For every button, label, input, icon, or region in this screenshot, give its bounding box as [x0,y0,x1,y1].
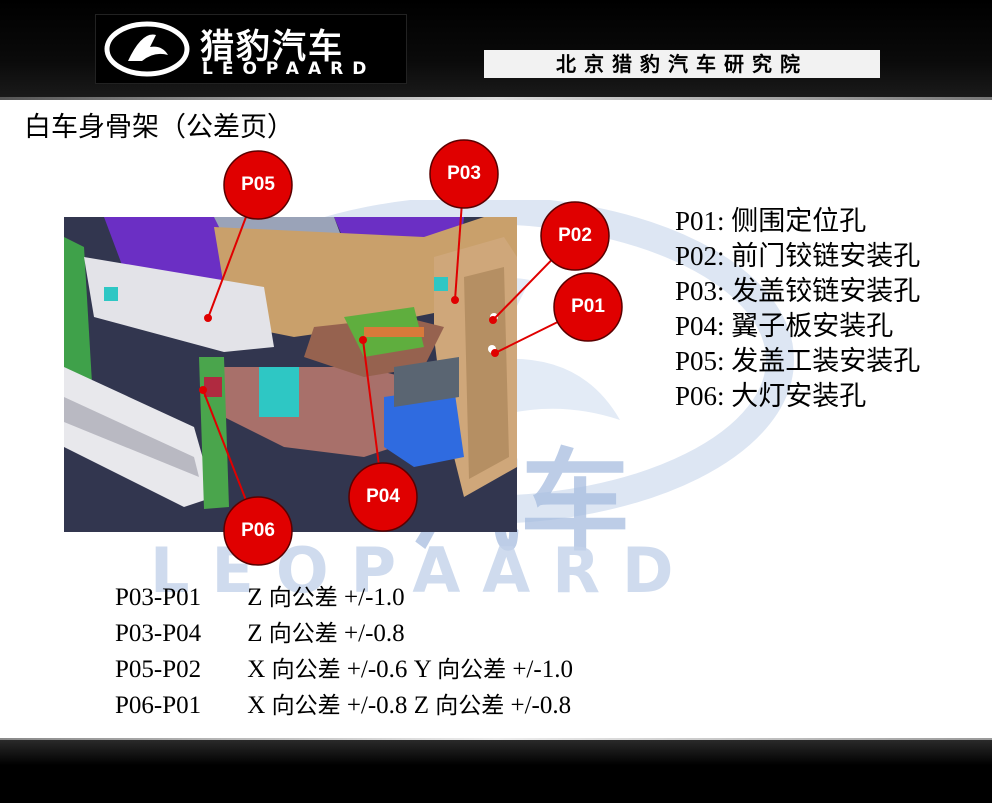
header-divider [0,97,992,100]
body-in-white-figure [64,217,517,532]
tolerance-axis: Z [413,692,429,719]
legend-code: P06: [675,381,725,411]
tolerance-label: 向公差 [435,693,505,719]
callout-label-p06: P06 [241,520,275,541]
legend-code: P01: [675,206,725,236]
tolerance-spec: Z 向公差 +/-1.0 [247,584,404,611]
tolerance-value: +/-0.8 [344,620,405,647]
tolerance-pair: P03-P01 [115,584,202,611]
tolerance-label: 向公差 [271,657,341,683]
tolerance-axis: Y [413,656,431,683]
tolerance-row: P05-P02 X 向公差 +/-0.6 Y 向公差 +/-1.0 [115,652,573,688]
legend-item: P01: 侧围定位孔 [675,204,920,239]
logo-english-text: LEOPAARD [202,59,376,79]
tolerance-label: 向公差 [268,585,338,611]
legend-item: P05: 发盖工装安装孔 [675,344,920,379]
callout-label-p02: P02 [558,225,592,246]
legend-desc: 发盖铰链安装孔 [731,276,921,307]
legend-item: P02: 前门铰链安装孔 [675,239,920,274]
leopaard-emblem-icon [104,21,190,77]
callout-label-p04: P04 [366,486,400,507]
callout-label-p01: P01 [571,296,605,317]
tolerance-axis: Z [247,620,263,647]
callout-label-p05: P05 [241,174,275,195]
slide-header: 猎豹汽车 LEOPAARD 北京猎豹汽车研究院 [0,0,992,100]
institute-name: 北京猎豹汽车研究院 [484,50,880,78]
page-title: 白车身骨架（公差页） [24,112,294,143]
tolerance-label: 向公差 [268,621,338,647]
legend-code: P03: [675,276,725,306]
legend-item: P03: 发盖铰链安装孔 [675,274,920,309]
legend-desc: 翼子板安装孔 [731,311,894,342]
tolerance-axis: X [247,656,266,683]
tolerance-list: P03-P01 Z 向公差 +/-1.0 P03-P04 Z 向公差 +/-0.… [115,580,573,724]
tolerance-value: +/-0.8 [510,692,572,719]
tolerance-row: P06-P01 X 向公差 +/-0.8 Z 向公差 +/-0.8 [115,688,573,724]
tolerance-spec: Z 向公差 +/-0.8 [247,620,404,647]
tolerance-spec: X 向公差 +/-0.6 Y 向公差 +/-1.0 [247,656,573,683]
tolerance-row: P03-P04 Z 向公差 +/-0.8 [115,616,573,652]
tolerance-row: P03-P01 Z 向公差 +/-1.0 [115,580,573,616]
legend-desc: 侧围定位孔 [731,206,867,237]
slide-footer [0,740,992,803]
tolerance-pair: P05-P02 [115,656,202,683]
tolerance-axis: X [247,692,266,719]
tolerance-pair: P06-P01 [115,692,202,719]
callout-label-p03: P03 [447,163,481,184]
legend-desc: 前门铰链安装孔 [731,241,921,272]
legend-desc: 发盖工装安装孔 [731,346,921,377]
tolerance-value: +/-0.8 [346,692,408,719]
tolerance-value: +/-1.0 [512,656,573,683]
logo-chinese-text: 猎豹汽车 [200,27,344,67]
tolerance-value: +/-1.0 [344,584,405,611]
body-frame-illustration [64,217,517,532]
legend-code: P04: [675,311,725,341]
hole-legend: P01: 侧围定位孔 P02: 前门铰链安装孔 P03: 发盖铰链安装孔 P04… [675,204,920,414]
tolerance-label: 向公差 [271,693,341,719]
legend-code: P05: [675,346,725,376]
tolerance-value: +/-0.6 [346,656,408,683]
legend-code: P02: [675,241,725,271]
tolerance-label: 向公差 [437,657,507,683]
legend-item: P04: 翼子板安装孔 [675,309,920,344]
legend-desc: 大灯安装孔 [731,381,867,412]
tolerance-spec: X 向公差 +/-0.8 Z 向公差 +/-0.8 [247,692,571,719]
tolerance-axis: Z [247,584,263,611]
legend-item: P06: 大灯安装孔 [675,379,920,414]
tolerance-pair: P03-P04 [115,620,202,647]
leopaard-logo: 猎豹汽车 LEOPAARD [95,14,407,84]
